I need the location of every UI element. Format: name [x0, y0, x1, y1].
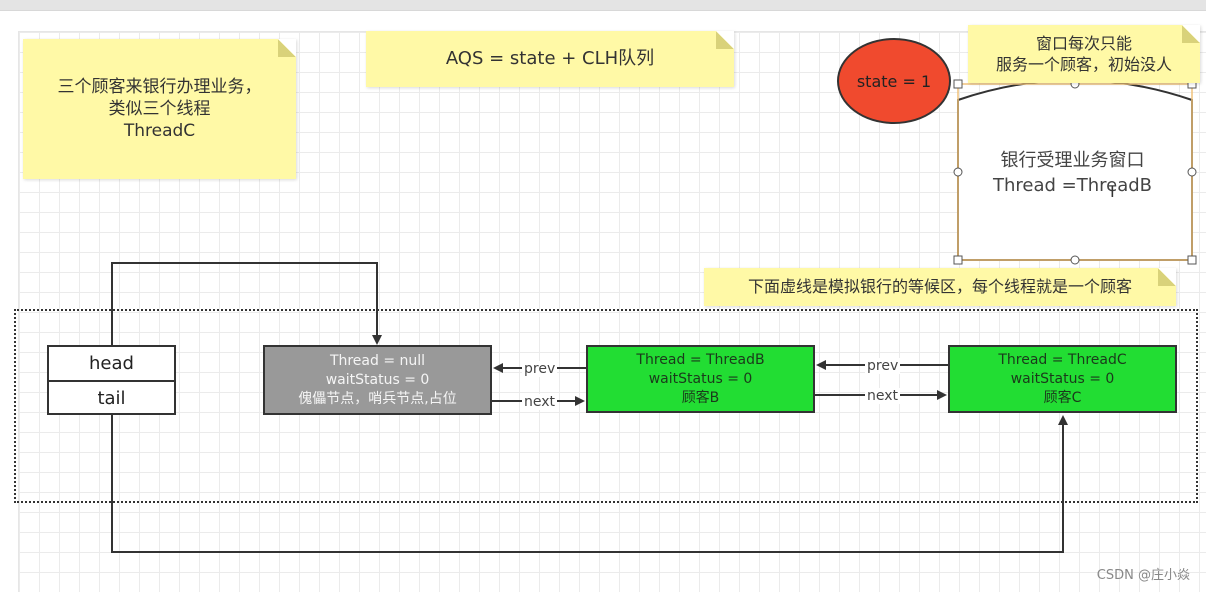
note-waiting-area[interactable]: 下面虚线是模拟银行的等候区，每个线程就是一个顾客	[704, 268, 1176, 306]
tail-cell: tail	[97, 388, 126, 409]
bank-window-title: 银行受理业务窗口	[1000, 150, 1145, 171]
diagram-canvas[interactable]	[18, 31, 1206, 592]
note-window-rule-line1: 窗口每次只能	[1035, 34, 1132, 53]
bank-window-label: 银行受理业务窗口 Thread =ThreadB	[960, 148, 1185, 198]
note-waiting-area-text: 下面虚线是模拟银行的等候区，每个线程就是一个顾客	[747, 277, 1132, 296]
node-c-thread: Thread = ThreadC	[998, 351, 1127, 368]
head-tail-box[interactable]: head tail	[47, 345, 176, 415]
state-oval[interactable]: state = 1	[837, 38, 951, 124]
node-thread-b[interactable]: Thread = ThreadB waitStatus = 0 顾客B	[586, 345, 815, 413]
next-label-1: next	[522, 394, 558, 410]
prev-label-1: prev	[522, 361, 558, 377]
head-cell: head	[49, 347, 174, 382]
node-c-wait-status: waitStatus = 0	[1010, 370, 1115, 387]
node-b-wait-status: waitStatus = 0	[648, 370, 753, 387]
top-toolbar-strip	[0, 0, 1206, 11]
tail-to-node-c-arrow	[111, 415, 1068, 553]
state-oval-label: state = 1	[856, 71, 932, 91]
note-formula-text: AQS = state + CLH队列	[445, 48, 655, 69]
node-thread-c[interactable]: Thread = ThreadC waitStatus = 0 顾客C	[948, 345, 1177, 413]
node-b-desc: 顾客B	[681, 389, 720, 406]
head-to-sentinel-arrow	[111, 262, 382, 345]
note-window-rule-line2: 服务一个顾客，初始没人	[995, 55, 1172, 74]
sentinel-node[interactable]: Thread = null waitStatus = 0 傀儡节点，哨兵节点,占…	[263, 345, 492, 415]
waiting-area-dotted-frame[interactable]	[14, 309, 1198, 503]
node-b-thread: Thread = ThreadB	[636, 351, 765, 368]
next-label-2: next	[865, 388, 901, 404]
note-customers-line1: 三个顾客来银行办理业务，	[57, 77, 262, 97]
text-cursor-icon: I	[1110, 182, 1115, 201]
bank-window-thread: Thread =ThreadB	[992, 175, 1153, 196]
node-c-desc: 顾客C	[1043, 389, 1082, 406]
note-customers[interactable]: 三个顾客来银行办理业务， 类似三个线程 ThreadC	[23, 39, 296, 179]
watermark: CSDN @庄小焱	[1096, 568, 1190, 583]
note-window-rule[interactable]: 窗口每次只能 服务一个顾客，初始没人	[968, 25, 1200, 83]
prev-label-2: prev	[865, 358, 901, 374]
sentinel-wait-status: waitStatus = 0	[325, 371, 430, 388]
note-formula[interactable]: AQS = state + CLH队列	[366, 31, 734, 87]
sentinel-desc: 傀儡节点，哨兵节点,占位	[298, 390, 457, 407]
note-customers-line3: ThreadC	[123, 121, 196, 141]
note-customers-line2: 类似三个线程	[108, 99, 211, 119]
sentinel-thread: Thread = null	[329, 352, 426, 369]
